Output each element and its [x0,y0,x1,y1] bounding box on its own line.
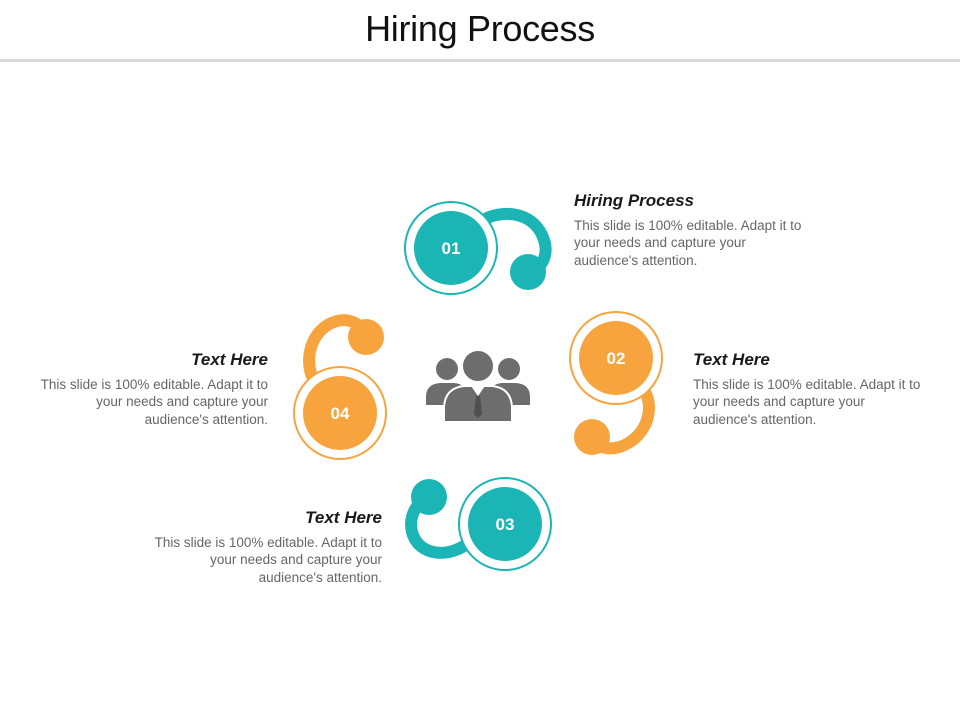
callout-step-03-body: This slide is 100% editable. Adapt it to… [154,534,382,585]
step-01-number: 01 [442,239,461,258]
callout-step-02-title: Text Here [693,350,770,369]
step-04-knob [348,319,384,355]
callout-step-03-title: Text Here [305,508,382,527]
step-04-number: 04 [331,404,350,423]
step-02-knob [574,419,610,455]
step-03-group: 03 [405,477,552,571]
step-02-number: 02 [607,349,626,368]
callout-step-04-title: Text Here [191,350,268,369]
callout-step-01: Hiring Process This slide is 100% editab… [574,191,804,269]
callout-step-03: Text Here This slide is 100% editable. A… [152,508,382,586]
step-01-group: 01 [404,201,552,295]
step-03-knob [411,479,447,515]
title-divider [0,59,960,62]
step-02-badge [579,321,653,395]
step-03-number: 03 [496,515,515,534]
people-group-icon [426,349,530,423]
step-01-badge [414,211,488,285]
callout-step-04-body: This slide is 100% editable. Adapt it to… [40,376,268,427]
step-02-group: 02 [569,311,663,455]
step-04-badge [303,376,377,450]
callout-step-01-body: This slide is 100% editable. Adapt it to… [574,217,802,268]
callout-step-02: Text Here This slide is 100% editable. A… [693,350,923,428]
step-04-group: 04 [293,314,387,460]
callout-step-04: Text Here This slide is 100% editable. A… [38,350,268,428]
step-03-badge [468,487,542,561]
step-01-knob [510,254,546,290]
callout-step-02-body: This slide is 100% editable. Adapt it to… [693,376,921,427]
callout-step-01-title: Hiring Process [574,191,694,210]
page-title: Hiring Process [365,8,595,49]
